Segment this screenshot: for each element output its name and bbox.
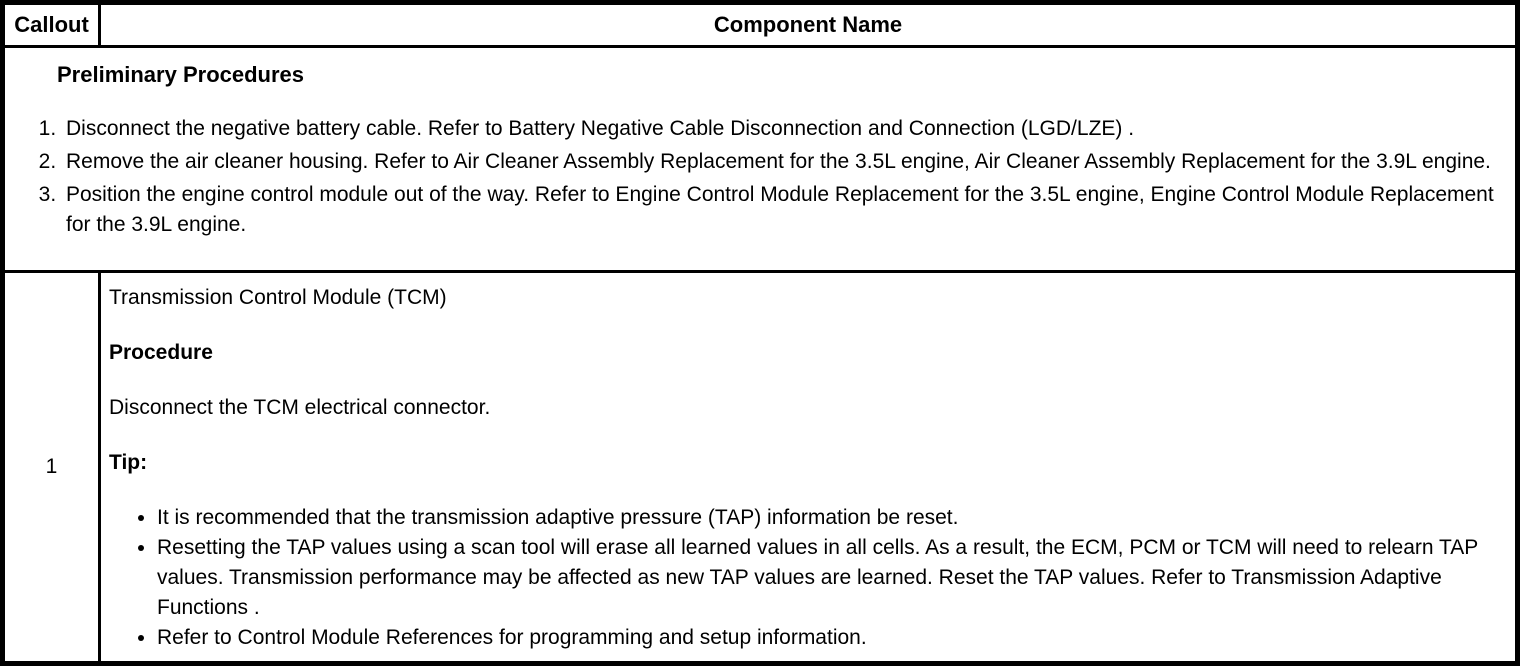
preliminary-procedures-section: Preliminary Procedures Disconnect the ne… <box>5 48 1515 273</box>
tip-item-3: Refer to Control Module References for p… <box>157 623 1501 653</box>
procedure-heading: Procedure <box>109 341 213 364</box>
procedure-step-text: Disconnect the TCM electrical connector. <box>109 396 491 419</box>
callout-number-cell: 1 <box>5 273 101 661</box>
component-row: 1 Transmission Control Module (TCM) Proc… <box>5 273 1515 661</box>
preliminary-step-2: Remove the air cleaner housing. Refer to… <box>62 147 1501 177</box>
callout-column-header: Callout <box>5 5 101 45</box>
tip-heading: Tip: <box>109 451 148 474</box>
component-name-column-header: Component Name <box>713 12 903 37</box>
component-detail-cell: Transmission Control Module (TCM) Proced… <box>101 273 1515 661</box>
tip-list: It is recommended that the transmission … <box>109 503 1501 653</box>
preliminary-procedures-heading: Preliminary Procedures <box>57 62 305 87</box>
tip-item-1: It is recommended that the transmission … <box>157 503 1501 533</box>
component-name-text: Transmission Control Module (TCM) <box>109 286 447 309</box>
tip-item-2: Resetting the TAP values using a scan to… <box>157 533 1501 623</box>
preliminary-step-1: Disconnect the negative battery cable. R… <box>62 114 1501 144</box>
table-header-row: Callout Component Name <box>5 5 1515 48</box>
preliminary-step-3: Position the engine control module out o… <box>62 180 1501 240</box>
preliminary-steps-list: Disconnect the negative battery cable. R… <box>5 114 1501 240</box>
